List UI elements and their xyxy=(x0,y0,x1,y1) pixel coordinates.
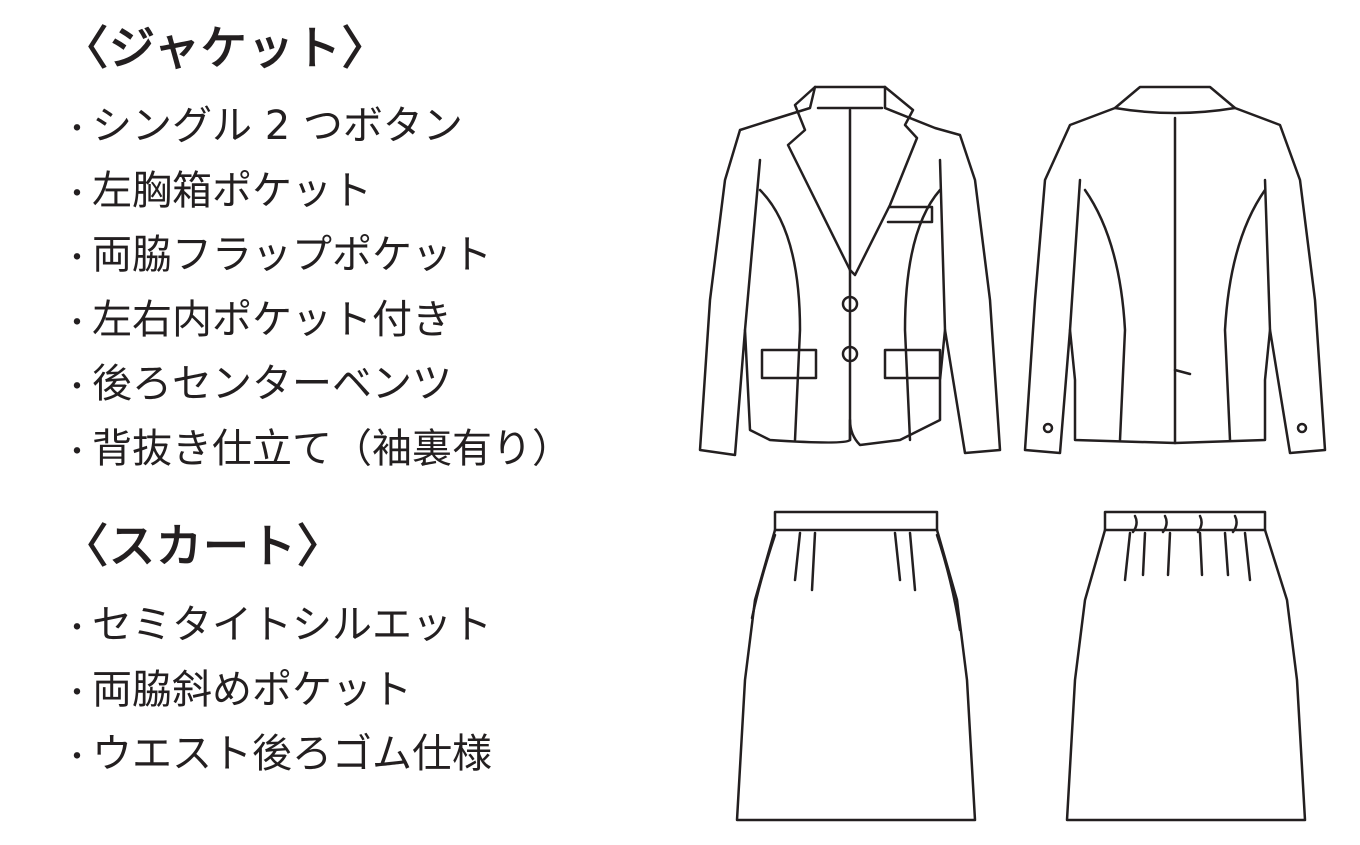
list-item: ・ウエスト後ろゴム仕様 xyxy=(62,731,492,777)
skirt-feature-list: ・セミタイトシルエット ・両脇斜めポケット ・ウエスト後ろゴム仕様 xyxy=(62,593,492,787)
jacket-heading: 〈ジャケット〉 xyxy=(62,21,389,75)
list-item: ・シングル 2 つボタン xyxy=(62,103,463,149)
list-item: ・セミタイトシルエット xyxy=(62,602,492,648)
skirt-front-illustration xyxy=(735,510,977,822)
list-item: ・両脇フラップポケット xyxy=(62,232,492,278)
skirt-back-illustration xyxy=(1065,510,1307,822)
list-item: ・後ろセンターベンツ xyxy=(62,361,452,407)
list-item: ・両脇斜めポケット xyxy=(62,666,412,713)
list-item: ・左胸箱ポケット xyxy=(62,167,372,214)
list-item: ・左右内ポケット付き xyxy=(62,296,452,343)
jacket-front-illustration xyxy=(698,85,1002,457)
skirt-heading: 〈スカート〉 xyxy=(62,519,344,573)
jacket-back-illustration xyxy=(1023,85,1327,455)
jacket-feature-list: ・シングル 2 つボタン ・左胸箱ポケット ・両脇フラップポケット ・左右内ポケ… xyxy=(62,94,572,481)
list-item: ・背抜き仕立て（袖裏有り） xyxy=(62,425,572,472)
